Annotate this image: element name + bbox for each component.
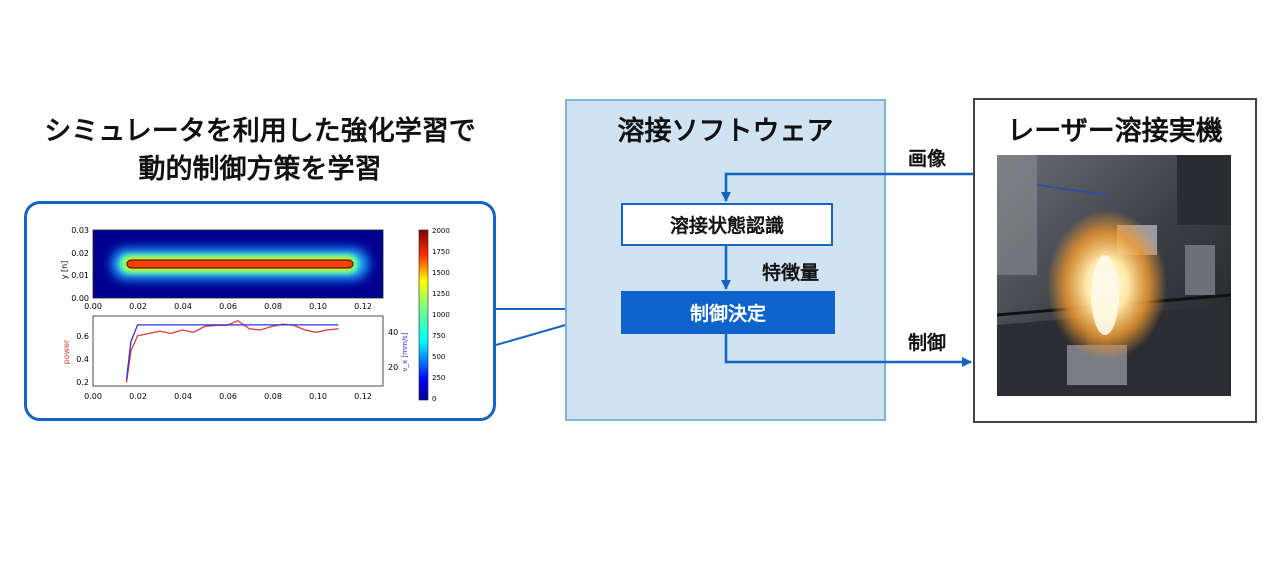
- feature-label: 特徴量: [762, 262, 820, 284]
- left-title-line2: 動的制御方策を学習: [138, 154, 382, 185]
- line-plot: power v_x [mm/s] 0.6 0.4 0.2 40 20 0.00 …: [62, 315, 409, 401]
- colorbar: 2000 1750 1500 1250 1000 750 500 250 0: [418, 227, 450, 403]
- heatmap-ytick: 0.03: [71, 226, 89, 235]
- heatmap-ytick: 0.00: [71, 294, 89, 303]
- lineplot-ylabel-right: v_x [mm/s]: [401, 332, 409, 371]
- heat-core: [127, 260, 353, 268]
- heatmap-xtick: 0.08: [264, 302, 282, 311]
- simulation-panel: y [n] 0.03 0.02 0.01 0.00 0.00 0.02 0.04…: [24, 201, 496, 421]
- lineplot-ylabel-left: power: [62, 339, 71, 364]
- lineplot-frame: [92, 315, 384, 387]
- heatmap-xtick: 0.10: [309, 302, 327, 311]
- colorbar-tick: 2000: [432, 227, 450, 235]
- image-arrow: [721, 172, 973, 202]
- colorbar-gradient: [418, 229, 429, 401]
- laser-photo-illustration: [997, 155, 1231, 396]
- laser-welding-photo: [997, 155, 1231, 396]
- lineplot-xtick: 0.04: [174, 392, 192, 401]
- colorbar-tick: 500: [432, 353, 445, 361]
- colorbar-tick: 1500: [432, 269, 450, 277]
- heatmap-xtick: 0.00: [84, 302, 102, 311]
- control-arrow: [724, 334, 972, 367]
- colorbar-tick: 250: [432, 374, 445, 382]
- heatmap-xtick: 0.02: [129, 302, 147, 311]
- laser-machine-title: レーザー溶接実機: [1007, 116, 1223, 147]
- colorbar-tick: 750: [432, 332, 445, 340]
- heatmap-ylabel: y [n]: [60, 261, 69, 280]
- heatmap-plot: y [n] 0.03 0.02 0.01 0.00 0.00 0.02 0.04…: [60, 226, 384, 311]
- control-edge-label: 制御: [908, 332, 947, 354]
- state-recognition-node: 溶接状態認識: [621, 203, 833, 246]
- lineplot-ytick-left: 0.4: [76, 355, 89, 364]
- image-edge-label: 画像: [908, 148, 947, 170]
- heatmap-ytick: 0.01: [71, 271, 89, 280]
- lineplot-xtick: 0.06: [219, 392, 237, 401]
- colorbar-tick: 1750: [432, 248, 450, 256]
- control-decision-node: 制御決定: [621, 291, 835, 334]
- lineplot-ytick-right: 20: [388, 363, 398, 372]
- heatmap-xtick: 0.12: [354, 302, 372, 311]
- colorbar-tick: 1000: [432, 311, 450, 319]
- left-title: シミュレータを利用した強化学習で 動的制御方策を学習: [0, 113, 520, 189]
- colorbar-tick: 0: [432, 395, 436, 403]
- lineplot-ytick-left: 0.6: [76, 332, 89, 341]
- software-title: 溶接ソフトウェア: [617, 116, 834, 147]
- lineplot-ytick-left: 0.2: [76, 378, 89, 387]
- lineplot-xtick: 0.08: [264, 392, 282, 401]
- simulation-plots: y [n] 0.03 0.02 0.01 0.00 0.00 0.02 0.04…: [60, 226, 450, 403]
- heatmap-xtick: 0.04: [174, 302, 192, 311]
- heatmap-ytick: 0.02: [71, 249, 89, 258]
- lineplot-xtick: 0.02: [129, 392, 147, 401]
- heatmap-xtick: 0.06: [219, 302, 237, 311]
- melt-contour: [126, 259, 354, 269]
- colorbar-tick: 1250: [432, 290, 450, 298]
- left-title-line1: シミュレータを利用した強化学習で: [44, 116, 476, 147]
- heatmap-frame: [92, 229, 384, 299]
- lineplot-xtick: 0.10: [309, 392, 327, 401]
- lineplot-ytick-right: 40: [388, 328, 398, 337]
- velocity-series-line: [125, 324, 339, 380]
- lineplot-xtick: 0.00: [84, 392, 102, 401]
- lineplot-xtick: 0.12: [354, 392, 372, 401]
